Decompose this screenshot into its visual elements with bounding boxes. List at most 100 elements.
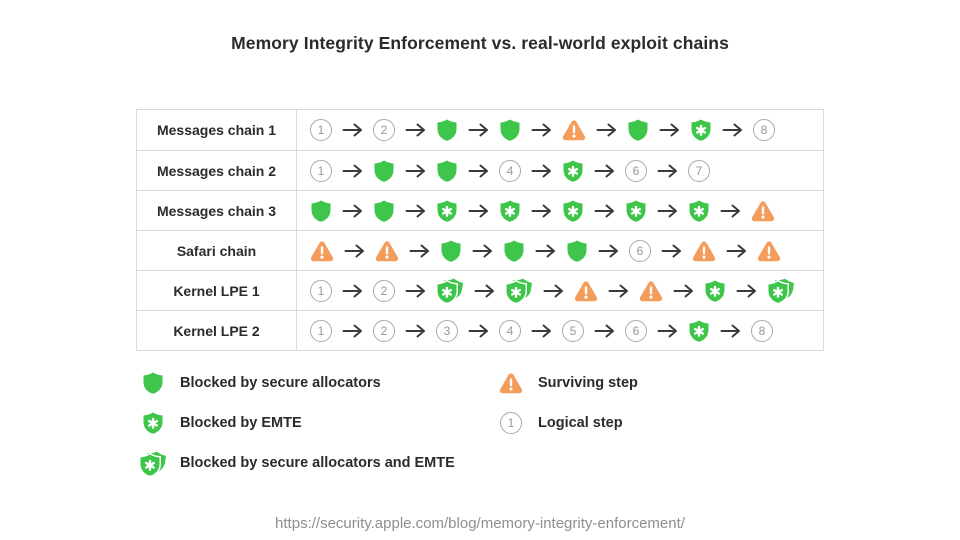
- secure-allocators-shield-icon: [499, 118, 521, 142]
- legend-icon-wrap: [497, 372, 525, 394]
- arrow-icon: [472, 243, 493, 259]
- emte-shield-icon: [142, 411, 164, 435]
- emte-shield-icon: [704, 279, 726, 303]
- chain-steps: 1 4 6 7: [297, 151, 823, 190]
- emte-shield-icon: [436, 199, 458, 223]
- logical-step-icon: 5: [562, 319, 584, 342]
- surviving-step-icon: [310, 240, 334, 262]
- logical-step-icon: 2: [373, 119, 395, 141]
- arrow-icon: [608, 283, 629, 299]
- logical-step-icon: 4: [499, 319, 521, 342]
- arrow-icon: [342, 122, 363, 138]
- arrow-icon: [657, 163, 678, 179]
- logical-step-icon: 7: [688, 159, 710, 182]
- legend-icon-wrap: [139, 411, 167, 435]
- arrow-icon: [531, 323, 552, 339]
- secure-allocators-and-emte-shield-icon: [139, 450, 167, 477]
- logical-step-icon: 8: [751, 319, 773, 342]
- secure-allocators-shield-icon: [566, 239, 588, 263]
- arrow-icon: [531, 203, 552, 219]
- legend-icon-wrap: [139, 450, 167, 477]
- logical-step-number: 8: [751, 319, 773, 342]
- logical-step-number: 1: [310, 159, 332, 182]
- logical-step-number: 7: [688, 159, 710, 182]
- secure-allocators-shield-icon: [142, 371, 164, 395]
- secure-allocators-shield-icon: [373, 159, 395, 183]
- arrow-icon: [594, 163, 615, 179]
- logical-step-number: 4: [499, 159, 521, 182]
- chain-label: Messages chain 1: [137, 110, 297, 150]
- logical-step-number: 8: [753, 119, 775, 141]
- logical-step-number: 6: [625, 159, 647, 182]
- legend-label: Blocked by secure allocators: [180, 375, 381, 391]
- surviving-step-icon: [562, 119, 586, 141]
- legend-item: Surviving step: [497, 363, 638, 403]
- logical-step-icon: 8: [753, 119, 775, 141]
- emte-shield-icon: [625, 199, 647, 223]
- logical-step-number: 1: [310, 319, 332, 342]
- chain-label: Messages chain 3: [137, 191, 297, 230]
- logical-step-number: 6: [625, 319, 647, 342]
- arrow-icon: [468, 323, 489, 339]
- logical-step-icon: 4: [499, 159, 521, 182]
- chain-steps: [297, 191, 823, 230]
- arrow-icon: [474, 283, 495, 299]
- logical-step-number: 6: [629, 239, 651, 262]
- arrow-icon: [405, 283, 426, 299]
- legend-icon-wrap: [139, 371, 167, 395]
- logical-step-number: 2: [373, 119, 395, 141]
- chain-steps: 6: [297, 231, 823, 270]
- page-title: Memory Integrity Enforcement vs. real-wo…: [231, 33, 729, 53]
- logical-step-icon: 6: [625, 319, 647, 342]
- arrow-icon: [468, 122, 489, 138]
- logical-step-icon: 3: [436, 319, 458, 342]
- arrow-icon: [531, 122, 552, 138]
- arrow-icon: [405, 323, 426, 339]
- legend-item: Blocked by EMTE: [139, 403, 455, 443]
- secure-allocators-shield-icon: [436, 118, 458, 142]
- logical-step-number: 5: [562, 319, 584, 342]
- arrow-icon: [405, 122, 426, 138]
- arrow-icon: [598, 243, 619, 259]
- arrow-icon: [596, 122, 617, 138]
- logical-step-icon: 1: [310, 279, 332, 302]
- secure-allocators-shield-icon: [440, 239, 462, 263]
- arrow-icon: [342, 163, 363, 179]
- table-row: Messages chain 1 1 2 8: [137, 110, 823, 150]
- arrow-icon: [673, 283, 694, 299]
- logical-step-icon: 6: [629, 239, 651, 262]
- arrow-icon: [594, 203, 615, 219]
- arrow-icon: [468, 163, 489, 179]
- surviving-step-icon: [639, 280, 663, 302]
- logical-step-number: 1: [310, 279, 332, 302]
- logical-step-number: 3: [436, 319, 458, 342]
- arrow-icon: [736, 283, 757, 299]
- arrow-icon: [661, 243, 682, 259]
- logical-step-icon: 1: [310, 119, 332, 141]
- secure-allocators-and-emte-shield-icon: [767, 277, 795, 304]
- surviving-step-icon: [574, 280, 598, 302]
- logical-step-icon: 2: [373, 279, 395, 302]
- chain-label: Safari chain: [137, 231, 297, 270]
- arrow-icon: [657, 323, 678, 339]
- arrow-icon: [531, 163, 552, 179]
- secure-allocators-shield-icon: [627, 118, 649, 142]
- legend-label: Blocked by secure allocators and EMTE: [180, 455, 455, 471]
- arrow-icon: [405, 203, 426, 219]
- arrow-icon: [342, 203, 363, 219]
- legend-label: Surviving step: [538, 375, 638, 391]
- secure-allocators-shield-icon: [310, 199, 332, 223]
- emte-shield-icon: [688, 199, 710, 223]
- emte-shield-icon: [688, 319, 710, 343]
- surviving-step-icon: [692, 240, 716, 262]
- legend-label: Blocked by EMTE: [180, 415, 302, 431]
- emte-shield-icon: [499, 199, 521, 223]
- arrow-icon: [543, 283, 564, 299]
- surviving-step-icon: [751, 200, 775, 222]
